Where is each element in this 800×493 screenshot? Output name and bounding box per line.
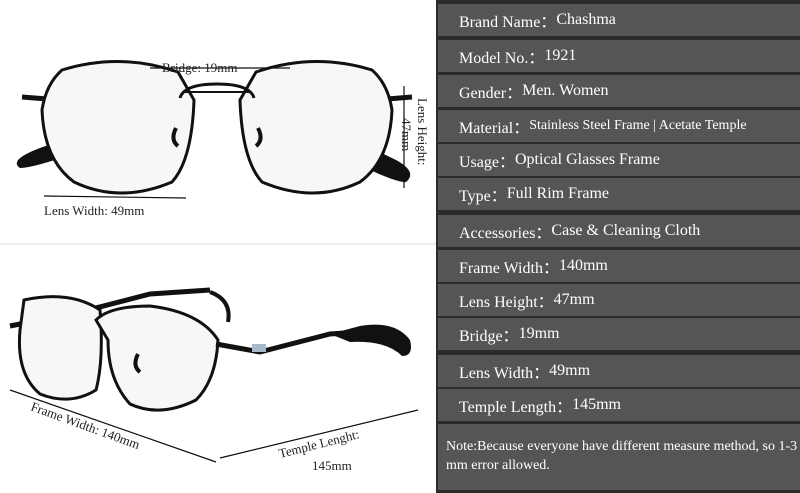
temple-length-value: 145mm: [312, 458, 352, 473]
spec-row-temple-length: Temple Length：145mm: [438, 389, 800, 421]
spec-label: Frame Width：: [459, 260, 559, 277]
spec-label: Gender：: [459, 85, 523, 102]
spec-value: 140mm: [558, 257, 608, 274]
spec-row-material: Material：Stainless Steel Frame | Acetate…: [438, 110, 800, 142]
spec-value: Stainless Steel Frame | Acetate Temple: [529, 118, 747, 133]
spec-value: Full Rim Frame: [506, 185, 609, 202]
lens-height-label: Lens Height:: [415, 98, 430, 166]
spec-label: Accessories：: [459, 225, 552, 242]
spec-row-usage: Usage：Optical Glasses Frame: [438, 144, 800, 176]
spec-row-model: Model No.：1921: [438, 40, 800, 72]
spec-value: 49mm: [549, 362, 591, 379]
spec-row-accessories: Accessories：Case & Cleaning Cloth: [438, 215, 800, 247]
spec-value: 47mm: [553, 291, 595, 308]
spec-value: Optical Glasses Frame: [515, 151, 660, 168]
glasses-illustration: Bridge: 19mm Lens Width: 49mm Lens Heigh…: [0, 59, 436, 473]
product-images: Bridge: 19mm Lens Width: 49mm Lens Heigh…: [0, 59, 436, 473]
measurement-note: Note:Because everyone have different mea…: [438, 424, 800, 490]
spec-label: Type：: [459, 188, 507, 205]
spec-row-type: Type：Full Rim Frame: [438, 178, 800, 210]
spec-panel: Brand Name：Chashma Model No.：1921 Gender…: [436, 0, 800, 493]
spec-value: 145mm: [572, 396, 621, 413]
spec-value: Men. Women: [522, 82, 609, 99]
spec-value: Case & Cleaning Cloth: [551, 222, 701, 239]
spec-value: Chashma: [556, 11, 616, 28]
spec-label: Usage：: [459, 154, 515, 171]
temple-length-label: Temple Lenght:: [277, 426, 361, 461]
spec-row-gender: Gender：Men. Women: [438, 75, 800, 107]
spec-row-brand: Brand Name：Chashma: [438, 4, 800, 36]
lens-height-value: 47mm: [399, 118, 414, 151]
spec-label: Temple Length：: [459, 399, 573, 416]
side-view-glasses: Frame Width: 140mm Temple Lenght: 145mm: [9, 287, 419, 473]
bridge-dimension: Bridge: 19mm: [162, 60, 237, 75]
spec-row-lens-height: Lens Height：47mm: [438, 284, 800, 316]
spec-label: Lens Width：: [459, 365, 550, 382]
spec-label: Material：: [459, 120, 530, 137]
spec-label: Lens Height：: [459, 294, 554, 311]
spec-label: Model No.：: [459, 50, 545, 67]
spec-label: Bridge：: [459, 328, 519, 345]
frame-width-dimension: Frame Width: 140mm: [29, 399, 142, 452]
front-view-glasses: Bridge: 19mm Lens Width: 49mm Lens Heigh…: [16, 59, 430, 218]
lens-width-dimension: Lens Width: 49mm: [44, 203, 144, 218]
spec-row-frame-width: Frame Width：140mm: [438, 250, 800, 282]
spec-value: 1921: [544, 47, 577, 64]
spec-row-bridge: Bridge：19mm: [438, 318, 800, 350]
spec-value: 19mm: [518, 325, 560, 342]
spec-label: Brand Name：: [459, 14, 557, 31]
spec-row-lens-width: Lens Width：49mm: [438, 355, 800, 387]
